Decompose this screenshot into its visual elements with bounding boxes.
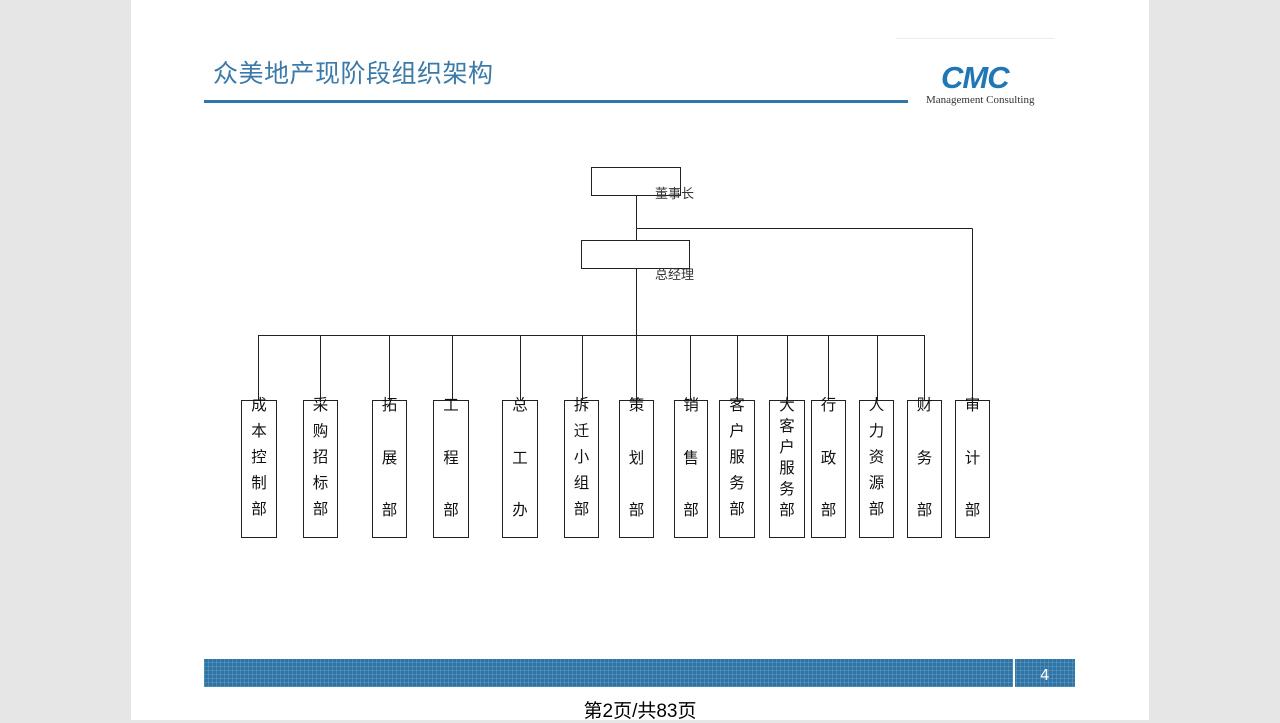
department-box: 拓展部 (372, 396, 407, 538)
department-name: 人力资源部 (868, 396, 885, 518)
chairman-box (591, 167, 681, 196)
general-manager-label: 总经理 (655, 268, 695, 283)
footer-separator (1013, 659, 1015, 687)
chairman-label: 董事长 (655, 187, 695, 202)
department-box: 人力资源部 (859, 396, 894, 538)
slide-background (131, 0, 1149, 720)
general-manager-box (581, 240, 690, 269)
department-name: 总工办 (512, 396, 528, 519)
department-box: 财务部 (907, 396, 942, 538)
department-name: 策划部 (628, 396, 645, 519)
slide-number: 4 (1040, 666, 1050, 684)
department-box: 策划部 (619, 396, 654, 538)
department-box: 客户服务部 (719, 396, 755, 538)
footer-bar (204, 659, 1075, 687)
title-underline (204, 100, 908, 103)
department-name: 拓展部 (381, 396, 398, 519)
department-box: 审计部 (955, 396, 990, 538)
department-box: 采购招标部 (303, 396, 338, 538)
department-name: 成本控制部 (251, 396, 267, 518)
department-name: 销售部 (683, 396, 699, 519)
department-box: 总工办 (502, 396, 538, 538)
department-name: 工程部 (443, 396, 459, 519)
department-name: 客户服务部 (729, 396, 745, 518)
page-title: 众美地产现阶段组织架构 (213, 59, 494, 88)
department-box: 拆迁小组部 (564, 396, 599, 538)
department-box: 大客户服务部 (769, 396, 805, 538)
logo-subtitle: Management Consulting (926, 94, 1035, 106)
department-name: 拆迁小组部 (573, 396, 590, 518)
department-name: 行政部 (820, 396, 837, 519)
cmc-logo-icon: CMC (941, 60, 1010, 95)
department-name: 采购招标部 (312, 396, 329, 518)
department-name: 财务部 (916, 396, 933, 519)
department-box: 行政部 (811, 396, 846, 538)
department-name: 大客户服务部 (779, 396, 795, 519)
logo-divider (896, 38, 1054, 39)
department-box: 工程部 (433, 396, 469, 538)
department-box: 销售部 (674, 396, 708, 538)
department-box: 成本控制部 (241, 396, 277, 538)
page-info: 第2页/共83页 (583, 701, 697, 722)
department-name: 审计部 (964, 396, 981, 519)
